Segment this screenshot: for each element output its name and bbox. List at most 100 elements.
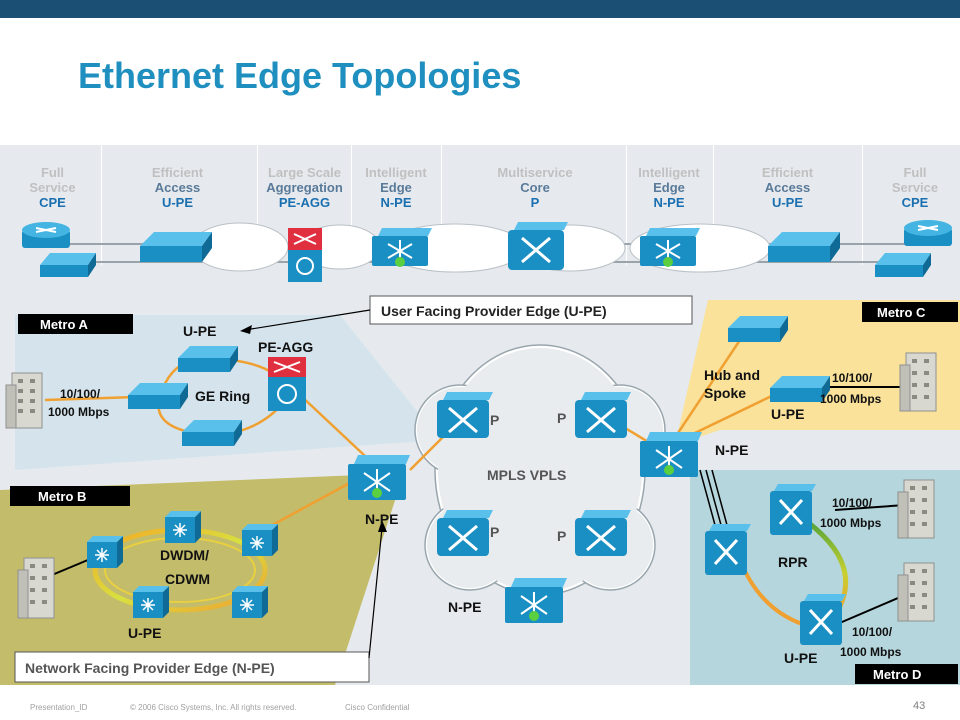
- pe-agg-icon: [268, 357, 306, 411]
- column-line2: Access: [154, 180, 201, 195]
- footer-presentation-id: Presentation_ID: [30, 703, 88, 712]
- page-title: Ethernet Edge Topologies: [78, 55, 522, 96]
- column-header-peagg: Large Scale Aggregation PE-AGG: [252, 165, 357, 210]
- column-header-npe-right: Intelligent Edge N-PE: [626, 165, 712, 210]
- label-rpr: RPR: [778, 554, 808, 570]
- dwdm-icon: [232, 586, 268, 618]
- switch-icon: [770, 376, 830, 402]
- label-speed-d1: 10/100/: [832, 496, 873, 510]
- label-dwdm1: DWDM/: [160, 547, 209, 563]
- column-line1: Intelligent: [638, 165, 700, 180]
- switch-icon: [128, 383, 188, 409]
- column-role: U-PE: [161, 195, 194, 210]
- column-line2: Edge: [653, 180, 685, 195]
- switch-icon: [182, 420, 242, 446]
- column-role: CPE: [901, 195, 929, 210]
- label-speed-d4: 1000 Mbps: [840, 645, 902, 659]
- column-divider: [713, 145, 714, 265]
- dwdm-icon: [87, 536, 123, 568]
- metro-d-label: Metro D: [873, 667, 921, 682]
- label-p3: P: [490, 524, 499, 540]
- metro-d-area: [690, 470, 960, 685]
- label-p4: P: [557, 528, 566, 544]
- label-hub2: Spoke: [704, 385, 746, 401]
- p-router-icon: [437, 392, 493, 438]
- metro-d-label-bg: [855, 664, 958, 684]
- npe-callout-text: Network Facing Provider Edge (N-PE): [25, 660, 275, 676]
- upe-callout-text: User Facing Provider Edge (U-PE): [381, 303, 607, 319]
- page-number: 43: [913, 700, 926, 712]
- switch-icon: [768, 232, 840, 262]
- column-header-upe-right: Efficient Access U-PE: [730, 165, 845, 210]
- column-line1: Full: [40, 165, 65, 180]
- label-mpls: MPLS VPLS: [487, 467, 566, 483]
- p-router-icon: [575, 510, 631, 556]
- column-line1: Full: [903, 165, 927, 180]
- core-devices: [348, 392, 702, 623]
- column-divider: [351, 145, 352, 265]
- arrowhead-icon: [378, 520, 387, 532]
- column-line1: Efficient: [761, 165, 814, 180]
- column-header-npe-left: Intelligent Edge N-PE: [353, 165, 439, 210]
- column-divider: [862, 145, 863, 265]
- rpr-router-icon: [770, 484, 816, 535]
- column-header-upe-left: Efficient Access U-PE: [120, 165, 235, 210]
- metro-d-cpe-link: [834, 504, 906, 511]
- router-icon: [22, 222, 70, 248]
- column-line2: Service: [891, 180, 939, 195]
- column-header-core: Multiservice Core P: [470, 165, 600, 210]
- column-role: N-PE: [380, 195, 412, 210]
- label-ge-ring: GE Ring: [195, 388, 250, 404]
- rpr-router-icon: [800, 594, 846, 645]
- upe-callout-box: [369, 295, 693, 325]
- column-line2: Access: [764, 180, 811, 195]
- p-router-icon: [437, 510, 493, 556]
- metro-c-devices: [728, 316, 937, 412]
- npe-icon: [372, 228, 432, 267]
- label-npe-left: N-PE: [365, 511, 398, 527]
- npe-icon: [348, 455, 410, 500]
- column-role: P: [530, 195, 540, 210]
- column-header-cpe-right: Full Service CPE: [875, 165, 955, 210]
- column-divider: [101, 145, 102, 265]
- upe-callout-arrow: [244, 309, 371, 331]
- column-line1: Large Scale: [268, 165, 341, 180]
- column-divider: [257, 145, 258, 265]
- label-speed-d2: 1000 Mbps: [820, 516, 882, 530]
- top-row-devices: [22, 220, 952, 282]
- column-divider: [626, 145, 627, 265]
- switch-icon: [178, 346, 238, 372]
- label-upe-c: U-PE: [771, 406, 804, 422]
- metro-b-label-bg: [10, 486, 130, 506]
- metro-a-label-bg: [18, 314, 133, 334]
- column-line2: Edge: [380, 180, 412, 195]
- column-line2: Core: [520, 180, 550, 195]
- switch-icon: [40, 253, 96, 277]
- label-speed-c2: 1000 Mbps: [820, 392, 882, 406]
- npe-icon: [505, 578, 567, 623]
- rpr-router-icon: [705, 524, 751, 575]
- building-icon: [5, 372, 43, 429]
- column-role: N-PE: [653, 195, 685, 210]
- top-bar: [0, 0, 960, 18]
- npe-callout-box: [14, 651, 370, 683]
- arrowhead-icon: [240, 325, 252, 334]
- column-line1: Multiservice: [497, 165, 573, 180]
- metro-c-label: Metro C: [877, 305, 926, 320]
- column-line2: Service: [29, 180, 76, 195]
- pe-agg-icon: [288, 228, 322, 282]
- metro-c-label-bg: [862, 302, 958, 322]
- router-icon: [904, 220, 952, 246]
- label-speed-c1: 10/100/: [832, 371, 873, 385]
- npe-icon: [640, 432, 702, 477]
- metro-a-area: [15, 315, 440, 470]
- metro-d-links: [699, 469, 728, 526]
- column-line2: Aggregation: [266, 180, 343, 195]
- column-divider: [441, 145, 442, 265]
- label-upe-b: U-PE: [128, 625, 161, 641]
- metro-d-cpe-link: [834, 594, 906, 626]
- metro-a-devices: [5, 346, 306, 446]
- metro-b-devices: [17, 511, 278, 619]
- metro-b-area: [0, 475, 400, 685]
